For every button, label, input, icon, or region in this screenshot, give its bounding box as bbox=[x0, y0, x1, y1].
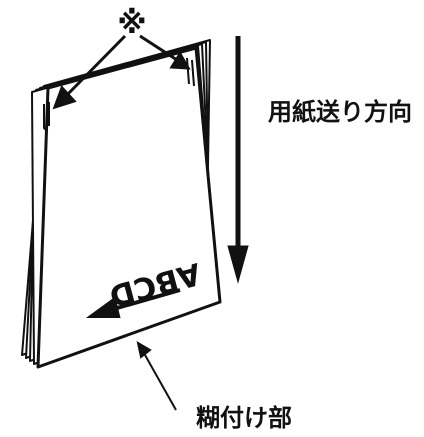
callout-arrow-left bbox=[64, 34, 127, 98]
glued-part-label: 糊付け部 bbox=[196, 404, 292, 432]
callout-arrowhead-right bbox=[169, 51, 191, 70]
sheet-corner-marks bbox=[43, 57, 195, 131]
glued-leader-line bbox=[144, 354, 177, 411]
sheet-arrow bbox=[85, 288, 181, 318]
left-corner-mark bbox=[43, 104, 47, 131]
callout-arrowhead-left bbox=[52, 85, 77, 110]
glued-part-leader bbox=[136, 340, 177, 411]
glued-leader-arrowhead bbox=[136, 340, 152, 359]
right-corner-mark bbox=[191, 59, 195, 87]
front-sheet bbox=[36, 46, 222, 369]
paper-stack bbox=[21, 39, 222, 369]
callout-arrows bbox=[52, 34, 191, 110]
callout-arrow-right bbox=[139, 34, 178, 62]
feed-direction-label: 用紙送り方向 bbox=[268, 98, 412, 126]
right-corner-mark bbox=[186, 57, 190, 85]
feed-direction-arrow bbox=[227, 36, 249, 284]
feed-direction-arrowhead bbox=[227, 245, 249, 284]
sheet-arrowhead bbox=[85, 296, 121, 318]
sheet-arrow-shaft bbox=[109, 288, 181, 312]
callout-marker: ※ bbox=[117, 6, 146, 41]
